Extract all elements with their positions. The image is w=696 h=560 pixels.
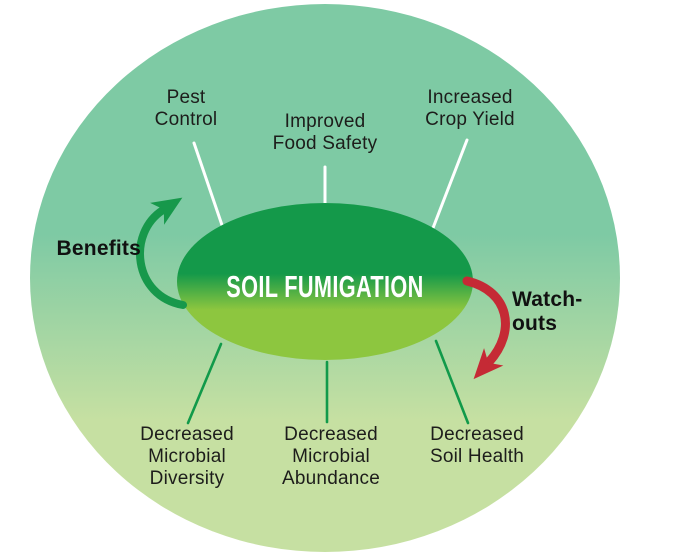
connector-line-microbial-diversity	[186, 342, 223, 425]
watchouts-heading: Watch- outs	[512, 288, 583, 336]
watchouts-arrow-icon	[462, 276, 510, 380]
label-decreased-microbial-diversity: Decreased Microbial Diversity	[140, 424, 234, 490]
label-increased-crop-yield: Increased Crop Yield	[425, 87, 515, 131]
connector-line-increased-crop-yield	[431, 138, 469, 230]
label-improved-food-safety: Improved Food Safety	[272, 111, 378, 155]
connector-line-soil-health	[434, 339, 470, 425]
label-pest-control: Pest Control	[154, 87, 218, 131]
label-decreased-microbial-abundance: Decreased Microbial Abundance	[282, 424, 380, 490]
soil-fumigation-ellipse: SOIL FUMIGATION	[177, 203, 473, 360]
benefits-arrow-icon	[136, 197, 187, 309]
benefits-heading: Benefits	[56, 237, 141, 260]
label-decreased-soil-health: Decreased Soil Health	[429, 424, 525, 468]
connector-line-pest-control	[192, 141, 226, 233]
center-title: SOIL FUMIGATION	[226, 269, 424, 304]
